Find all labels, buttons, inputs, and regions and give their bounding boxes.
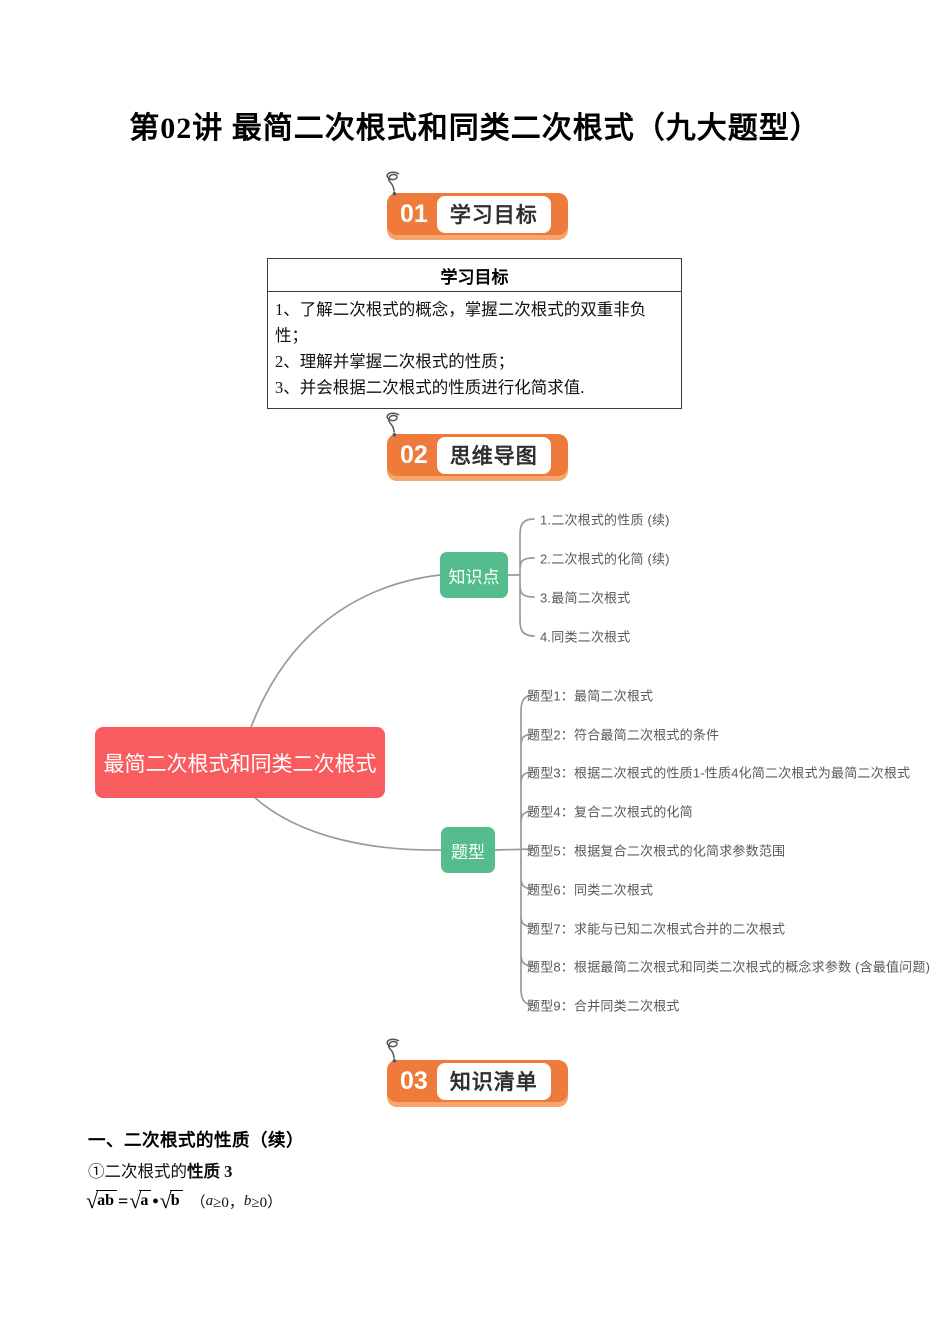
goal-line: 2、理解并掌握二次根式的性质； [275, 352, 515, 371]
mindmap-knowledge-item: 4.同类二次根式 [540, 629, 631, 645]
mindmap-type-item: 题型7：求能与已知二次根式合并的二次根式 [527, 921, 786, 937]
badge-label: 学习目标 [436, 195, 551, 233]
badge-label: 思维导图 [436, 436, 551, 474]
badge-label: 知识清单 [436, 1062, 551, 1100]
multiply-dot: • [152, 1190, 159, 1211]
mindmap-branch-knowledge: 知识点 [440, 552, 508, 598]
property-intro: ①二次根式的 [88, 1162, 187, 1181]
mindmap-knowledge-item: 3.最简二次根式 [540, 590, 631, 606]
mindmap-center-node: 最简二次根式和同类二次根式 [95, 727, 385, 798]
mindmap-knowledge-item: 1.二次根式的性质 (续) [540, 512, 670, 528]
mindmap-type-item: 题型5：根据复合二次根式的化简求参数范围 [527, 843, 786, 859]
page-title: 第02讲 最简二次根式和同类二次根式（九大题型） [129, 112, 821, 145]
equals-sign: = [117, 1190, 129, 1211]
property-name: 性质 3 [187, 1162, 233, 1181]
badge-number: 01 [400, 199, 428, 228]
section-badge-03: 03 知识清单 [386, 1038, 568, 1102]
radical-sign: √ [86, 1188, 99, 1213]
pin-squiggle-icon [386, 412, 400, 437]
mindmap-type-item: 题型4：复合二次根式的化简 [527, 804, 693, 820]
goals-table-header: 学习目标 [268, 259, 681, 292]
formula-condition: （a≥0，b≥0） [190, 1192, 283, 1211]
radical-sign: √ [159, 1188, 172, 1213]
radical-sign: √ [129, 1188, 142, 1213]
mindmap-type-item: 题型6：同类二次根式 [527, 882, 654, 898]
sqrt-ab: √ab [86, 1190, 117, 1212]
pin-squiggle-icon [386, 1038, 400, 1063]
mindmap-knowledge-item: 2.二次根式的化简 (续) [540, 551, 670, 567]
badge-number: 02 [400, 440, 428, 469]
radical-product-formula: √ab = √a • √b （a≥0，b≥0） [86, 1186, 282, 1216]
goal-line: 1、了解二次根式的概念，掌握二次根式的双重非负 [275, 300, 647, 319]
pin-squiggle-icon [386, 171, 400, 196]
sqrt-a: √a [129, 1188, 152, 1213]
property-line: ①二次根式的性质 3 [88, 1158, 232, 1182]
section-badge-01: 01 学习目标 [386, 171, 568, 235]
knowledge-section-heading: 一、二次根式的性质（续） [88, 1130, 304, 1150]
goals-table-body: 1、了解二次根式的概念，掌握二次根式的双重非负 性； 2、理解并掌握二次根式的性… [268, 292, 681, 408]
goal-line: 性； [275, 326, 308, 345]
mindmap-type-item: 题型1：最简二次根式 [527, 688, 654, 704]
goal-line: 3、并会根据二次根式的性质进行化简求值. [275, 378, 585, 397]
sqrt-b: √b [160, 1190, 183, 1212]
mindmap-type-item: 题型3：根据二次根式的性质1-性质4化简二次根式为最简二次根式 [527, 765, 911, 781]
mindmap-type-item: 题型8：根据最简二次根式和同类二次根式的概念求参数 (含最值问题) [527, 959, 931, 975]
badge-number: 03 [400, 1066, 428, 1095]
mindmap-type-item: 题型2：符合最简二次根式的条件 [527, 727, 720, 743]
learning-goals-table: 学习目标 1、了解二次根式的概念，掌握二次根式的双重非负 性； 2、理解并掌握二… [267, 258, 682, 409]
mindmap-type-item: 题型9：合并同类二次根式 [527, 998, 680, 1014]
mindmap-branch-types: 题型 [441, 827, 495, 873]
section-badge-02: 02 思维导图 [386, 412, 568, 476]
